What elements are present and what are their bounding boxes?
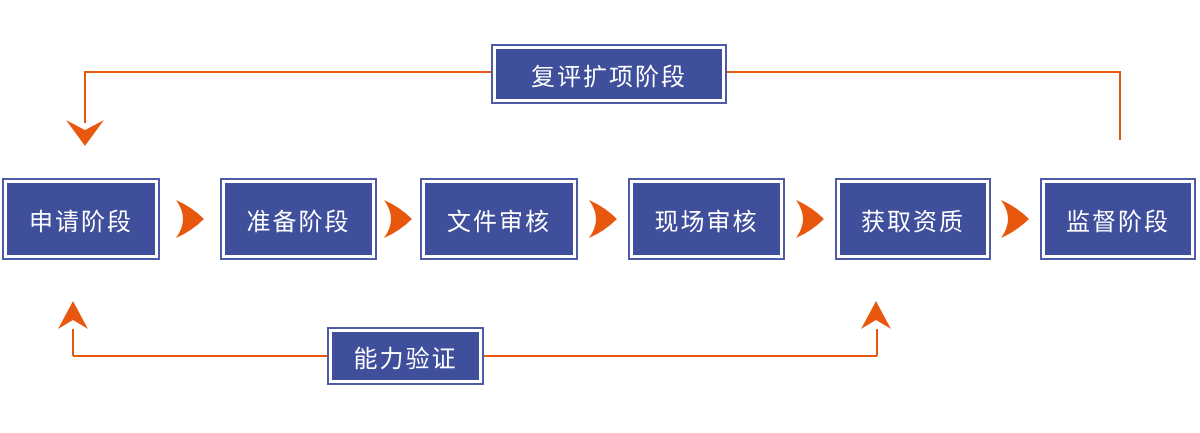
step-obtain-qualification-label: 获取资质 (840, 183, 986, 255)
connector-line-bottom-right-riser (876, 329, 878, 356)
connector-line-top-right (727, 71, 1120, 73)
reassessment-expansion-stage-label: 复评扩项阶段 (496, 49, 722, 99)
step-document-review-label: 文件审核 (425, 183, 573, 255)
step-supervision-stage-label: 监督阶段 (1045, 183, 1191, 255)
step-application-stage-box: 申请阶段 (2, 178, 160, 260)
step-preparation-stage-box: 准备阶段 (220, 178, 377, 260)
step-application-stage-label: 申请阶段 (7, 183, 155, 255)
step-onsite-review-label: 现场审核 (633, 183, 780, 255)
flow-chevron-icon (589, 200, 617, 238)
step-onsite-review-box: 现场审核 (628, 178, 785, 260)
flow-chevron-icon (176, 200, 204, 238)
reassessment-expansion-stage-box: 复评扩项阶段 (491, 44, 727, 104)
connector-line-top-left (85, 71, 491, 73)
step-preparation-stage-label: 准备阶段 (225, 183, 372, 255)
connector-line-bottom-right (484, 355, 877, 357)
down-arrowhead-icon (66, 120, 104, 146)
connector-line-top-right-riser (1119, 71, 1121, 140)
step-document-review-box: 文件审核 (420, 178, 578, 260)
proficiency-testing-label: 能力验证 (332, 332, 479, 380)
flow-chevron-icon (1001, 200, 1029, 238)
connector-line-top-left-drop (84, 71, 86, 123)
up-arrowhead-icon (861, 301, 891, 331)
proficiency-testing-box: 能力验证 (327, 327, 484, 385)
step-supervision-stage-box: 监督阶段 (1040, 178, 1196, 260)
step-obtain-qualification-box: 获取资质 (835, 178, 991, 260)
connector-line-bottom-left-riser (72, 329, 74, 356)
connector-line-bottom-left (73, 355, 327, 357)
up-arrowhead-icon (58, 301, 88, 331)
flow-chevron-icon (796, 200, 824, 238)
flow-chevron-icon (384, 200, 412, 238)
